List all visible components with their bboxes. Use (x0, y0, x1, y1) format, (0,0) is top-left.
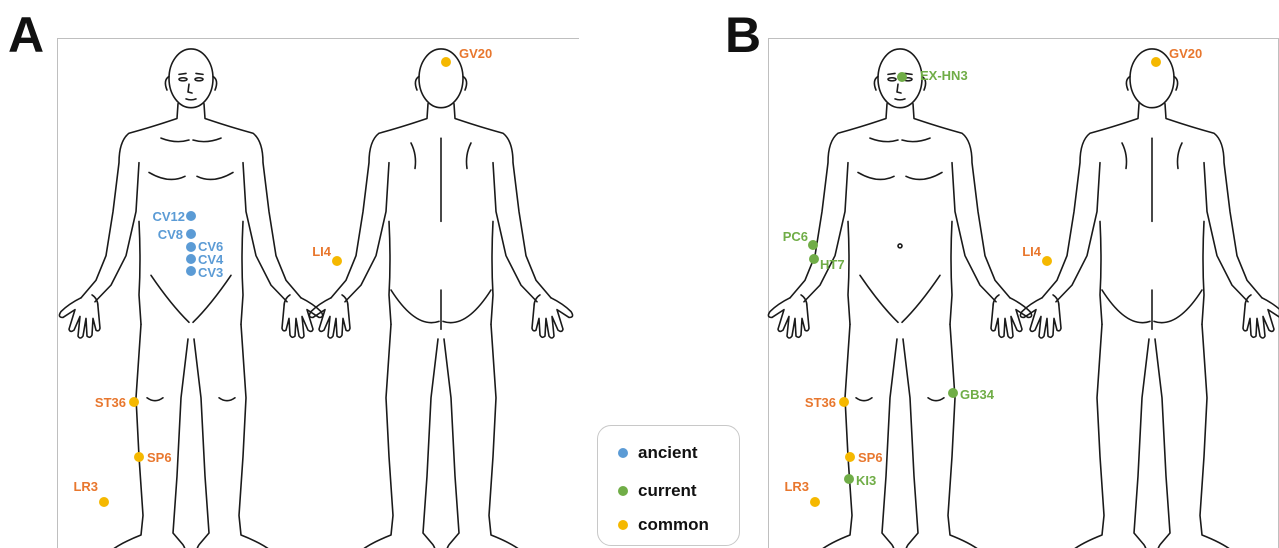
acupoint-label-gb34-b: GB34 (960, 387, 995, 402)
acupoint-label-pc6-b: PC6 (783, 229, 808, 244)
legend-item-current: current (618, 481, 697, 501)
acupoint-dot-ki3-b (844, 474, 854, 484)
legend-dot-current (618, 486, 628, 496)
legend-dot-ancient (618, 448, 628, 458)
acupoint-label-sp6-b: SP6 (858, 450, 883, 465)
legend-dot-common (618, 520, 628, 530)
acupoint-dot-lr3-a (99, 497, 109, 507)
legend-label-ancient: ancient (638, 443, 698, 463)
acupoint-dot-cv4-a (186, 254, 196, 264)
acupoint-dot-st36-b (839, 397, 849, 407)
acupoint-label-cv3-a: CV3 (198, 265, 223, 280)
acupoint-dot-pc6-b (808, 240, 818, 250)
acupoint-label-ki3-b: KI3 (856, 473, 876, 488)
acupoint-dot-cv8-a (186, 229, 196, 239)
acupoint-dot-gb34-b (948, 388, 958, 398)
acupoint-label-gv20-b: GV20 (1169, 46, 1202, 61)
acupoint-dot-cv12-a (186, 211, 196, 221)
acupoint-dot-cv3-a (186, 266, 196, 276)
acupoint-dot-sp6-a (134, 452, 144, 462)
acupoint-label-gv20-a: GV20 (459, 46, 492, 61)
legend-item-common: common (618, 515, 709, 535)
acupoint-label-sp6-a: SP6 (147, 450, 172, 465)
acupoint-label-st36-a: ST36 (95, 395, 126, 410)
acupoint-dot-ex-hn3-b (897, 72, 907, 82)
acupoint-label-cv8-a: CV8 (158, 227, 183, 242)
acupoint-dot-gv20-a (441, 57, 451, 67)
acupoint-dot-st36-a (129, 397, 139, 407)
acupoint-label-ht7-b: HT7 (820, 257, 845, 272)
acupoint-label-lr3-a: LR3 (73, 479, 98, 494)
acupoint-dot-cv6-a (186, 242, 196, 252)
acupoint-label-lr3-b: LR3 (784, 479, 809, 494)
acupoint-dot-li4-b (1042, 256, 1052, 266)
acupoint-label-cv12-a: CV12 (152, 209, 185, 224)
acupoint-label-st36-b: ST36 (805, 395, 836, 410)
legend-item-ancient: ancient (618, 443, 698, 463)
legend-label-common: common (638, 515, 709, 535)
legend-label-current: current (638, 481, 697, 501)
acupoint-dot-lr3-b (810, 497, 820, 507)
acupoint-label-li4-a: LI4 (312, 244, 332, 259)
acupoint-label-li4-b: LI4 (1022, 244, 1042, 259)
legend: ancient current common (597, 425, 740, 546)
acupoint-dot-li4-a (332, 256, 342, 266)
acupoint-dot-ht7-b (809, 254, 819, 264)
acupoint-dot-gv20-b (1151, 57, 1161, 67)
acupoint-label-ex-hn3-b: EX-HN3 (920, 68, 968, 83)
acupoint-dot-sp6-b (845, 452, 855, 462)
